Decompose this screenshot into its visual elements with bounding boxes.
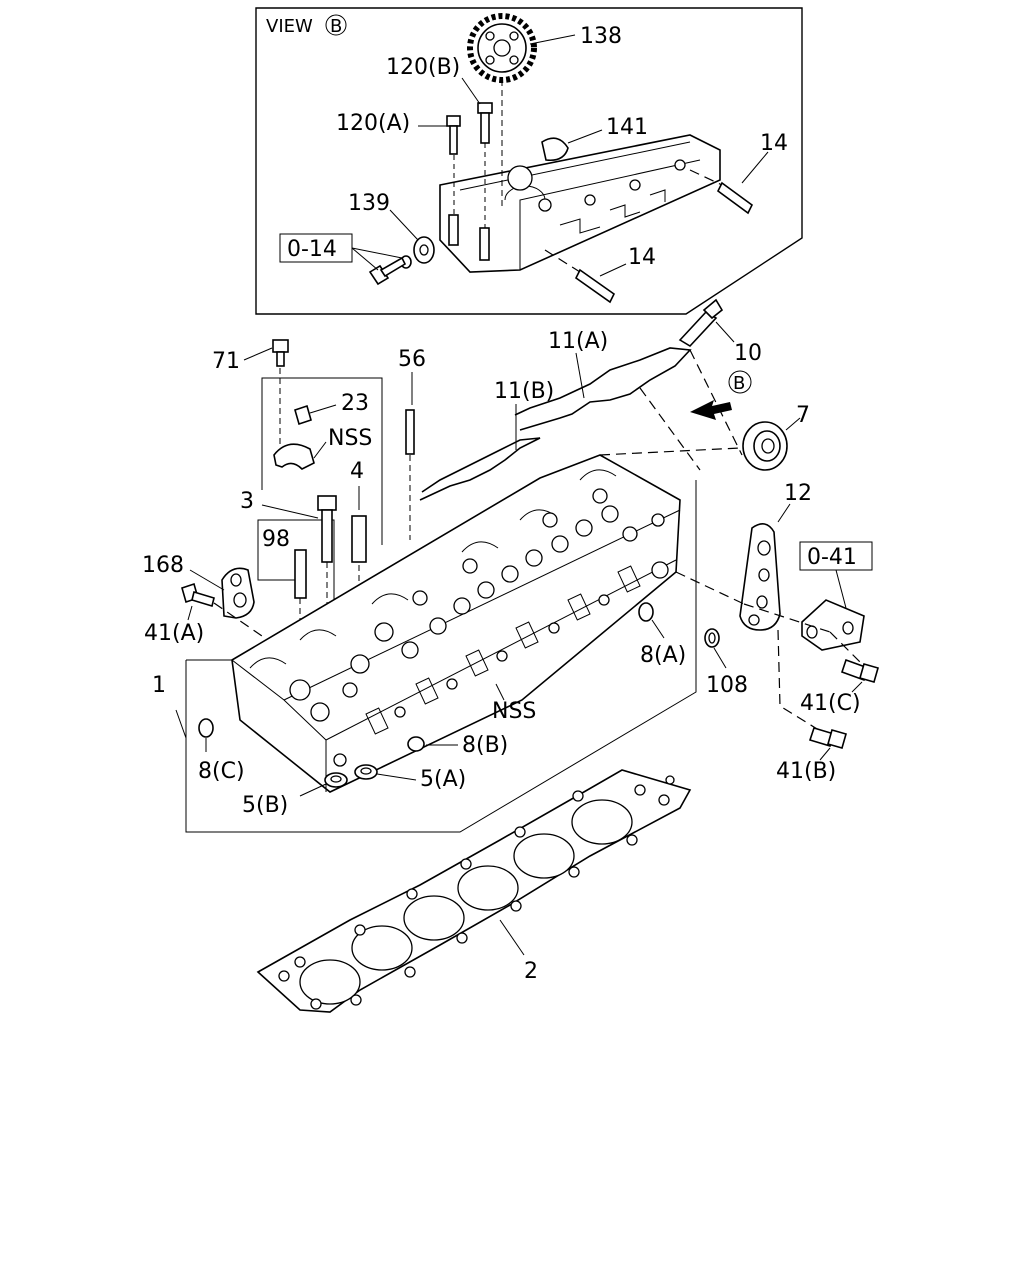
label-8c: 8(C) (198, 759, 245, 784)
stud-icon (689, 169, 754, 215)
bolt-icon (840, 658, 879, 683)
label-56: 56 (398, 347, 426, 372)
label-11a: 11(A) (548, 329, 608, 354)
plug-icon (638, 602, 654, 622)
label-138: 138 (580, 24, 622, 49)
view-title: VIEW (266, 16, 313, 37)
label-12: 12 (784, 481, 812, 506)
label-168: 168 (142, 553, 184, 578)
bolt-icon (181, 582, 215, 608)
cam-housing-sketch (439, 134, 721, 273)
stud-icon (544, 249, 616, 304)
stud-icon (405, 409, 415, 540)
label-139: 139 (348, 191, 390, 216)
gasket-icon (419, 347, 692, 501)
gasket-icon (256, 769, 692, 1013)
bracket-icon (801, 599, 865, 651)
ring-icon (704, 628, 720, 648)
label-14-top: 14 (760, 131, 788, 156)
ref-041[interactable]: 0-41 (807, 545, 857, 570)
label-41b: 41(B) (776, 759, 836, 784)
label-120b: 120(B) (386, 55, 460, 80)
label-3: 3 (240, 489, 254, 514)
bolt-icon (808, 727, 847, 749)
label-1: 1 (152, 673, 166, 698)
view-marker: B (330, 16, 342, 37)
label-71: 71 (212, 349, 240, 374)
label-41c: 41(C) (800, 691, 861, 716)
bolt-icon (272, 339, 289, 445)
direction-marker: B (733, 373, 745, 394)
plug-icon (407, 736, 425, 752)
label-120a: 120(A) (336, 111, 410, 136)
direction-marker-circle (728, 370, 752, 394)
label-nss-bottom: NSS (492, 699, 536, 724)
label-2: 2 (524, 959, 538, 984)
label-98: 98 (262, 527, 290, 552)
seal-icon (742, 421, 788, 471)
plug-icon (541, 137, 569, 162)
label-8b: 8(B) (462, 733, 508, 758)
seal-icon (324, 764, 378, 788)
view-b-inset: VIEW B 138 (255, 7, 803, 315)
bracket-icon (739, 523, 781, 631)
label-108: 108 (706, 673, 748, 698)
bolt-icon (446, 115, 461, 246)
bolt-icon (317, 495, 337, 700)
bolt-icon (368, 256, 407, 286)
cylinder-head-ports (365, 565, 641, 735)
cylinder-head-holes (289, 488, 669, 767)
plate-icon (221, 567, 255, 619)
label-23: 23 (341, 391, 369, 416)
label-nss-top: NSS (328, 426, 372, 451)
label-41a: 41(A) (144, 621, 204, 646)
glow-plug-icon (678, 298, 724, 348)
view-marker-circle (325, 14, 347, 36)
label-11b: 11(B) (494, 379, 554, 404)
label-5a: 5(A) (420, 767, 466, 792)
label-5b: 5(B) (242, 793, 288, 818)
ref-014[interactable]: 0-14 (287, 237, 337, 262)
label-10: 10 (734, 341, 762, 366)
gear-icon (467, 13, 537, 83)
cylinder-head (231, 454, 681, 793)
label-4: 4 (350, 459, 364, 484)
label-7: 7 (796, 403, 810, 428)
plug-icon (198, 718, 214, 738)
bolt-icon (477, 102, 493, 261)
label-8a: 8(A) (640, 643, 686, 668)
nut-icon (400, 236, 435, 269)
arrow-icon (690, 400, 732, 420)
label-14-bottom: 14 (628, 245, 656, 270)
clamp-icon (273, 404, 315, 470)
label-141: 141 (606, 115, 648, 140)
